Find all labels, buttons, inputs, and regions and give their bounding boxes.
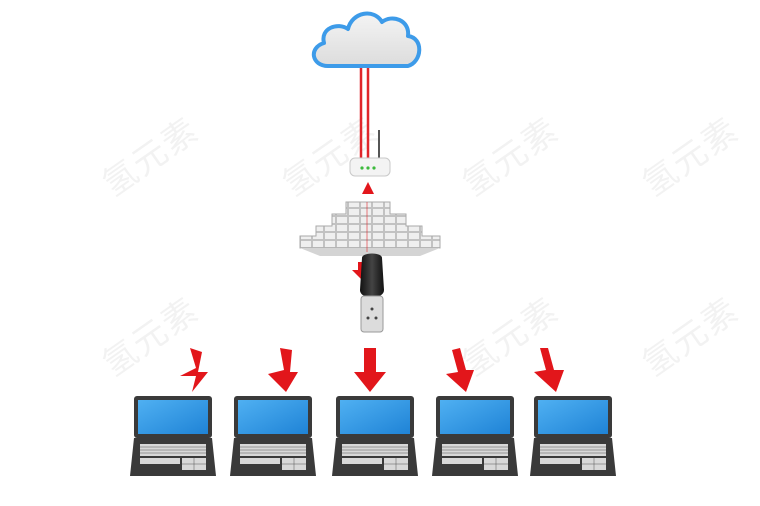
arrow-down-icon — [446, 348, 474, 392]
uplink-lines — [359, 68, 370, 158]
router-icon — [349, 130, 391, 177]
laptop-icon — [331, 395, 419, 477]
arrow-up-icon — [362, 182, 374, 194]
arrow-down-icon — [268, 348, 298, 392]
laptop-icon — [431, 395, 519, 477]
laptop-icon — [130, 396, 216, 476]
arrow-down-icon — [180, 348, 208, 392]
laptop-icon — [529, 395, 617, 477]
switch-icon — [360, 253, 384, 333]
arrow-down-icon — [354, 348, 386, 392]
arrow-row — [180, 348, 564, 392]
laptop-icon — [229, 395, 317, 477]
firewall-icon — [299, 201, 441, 256]
cloud-icon — [312, 11, 422, 68]
arrow-down-icon — [534, 348, 564, 392]
